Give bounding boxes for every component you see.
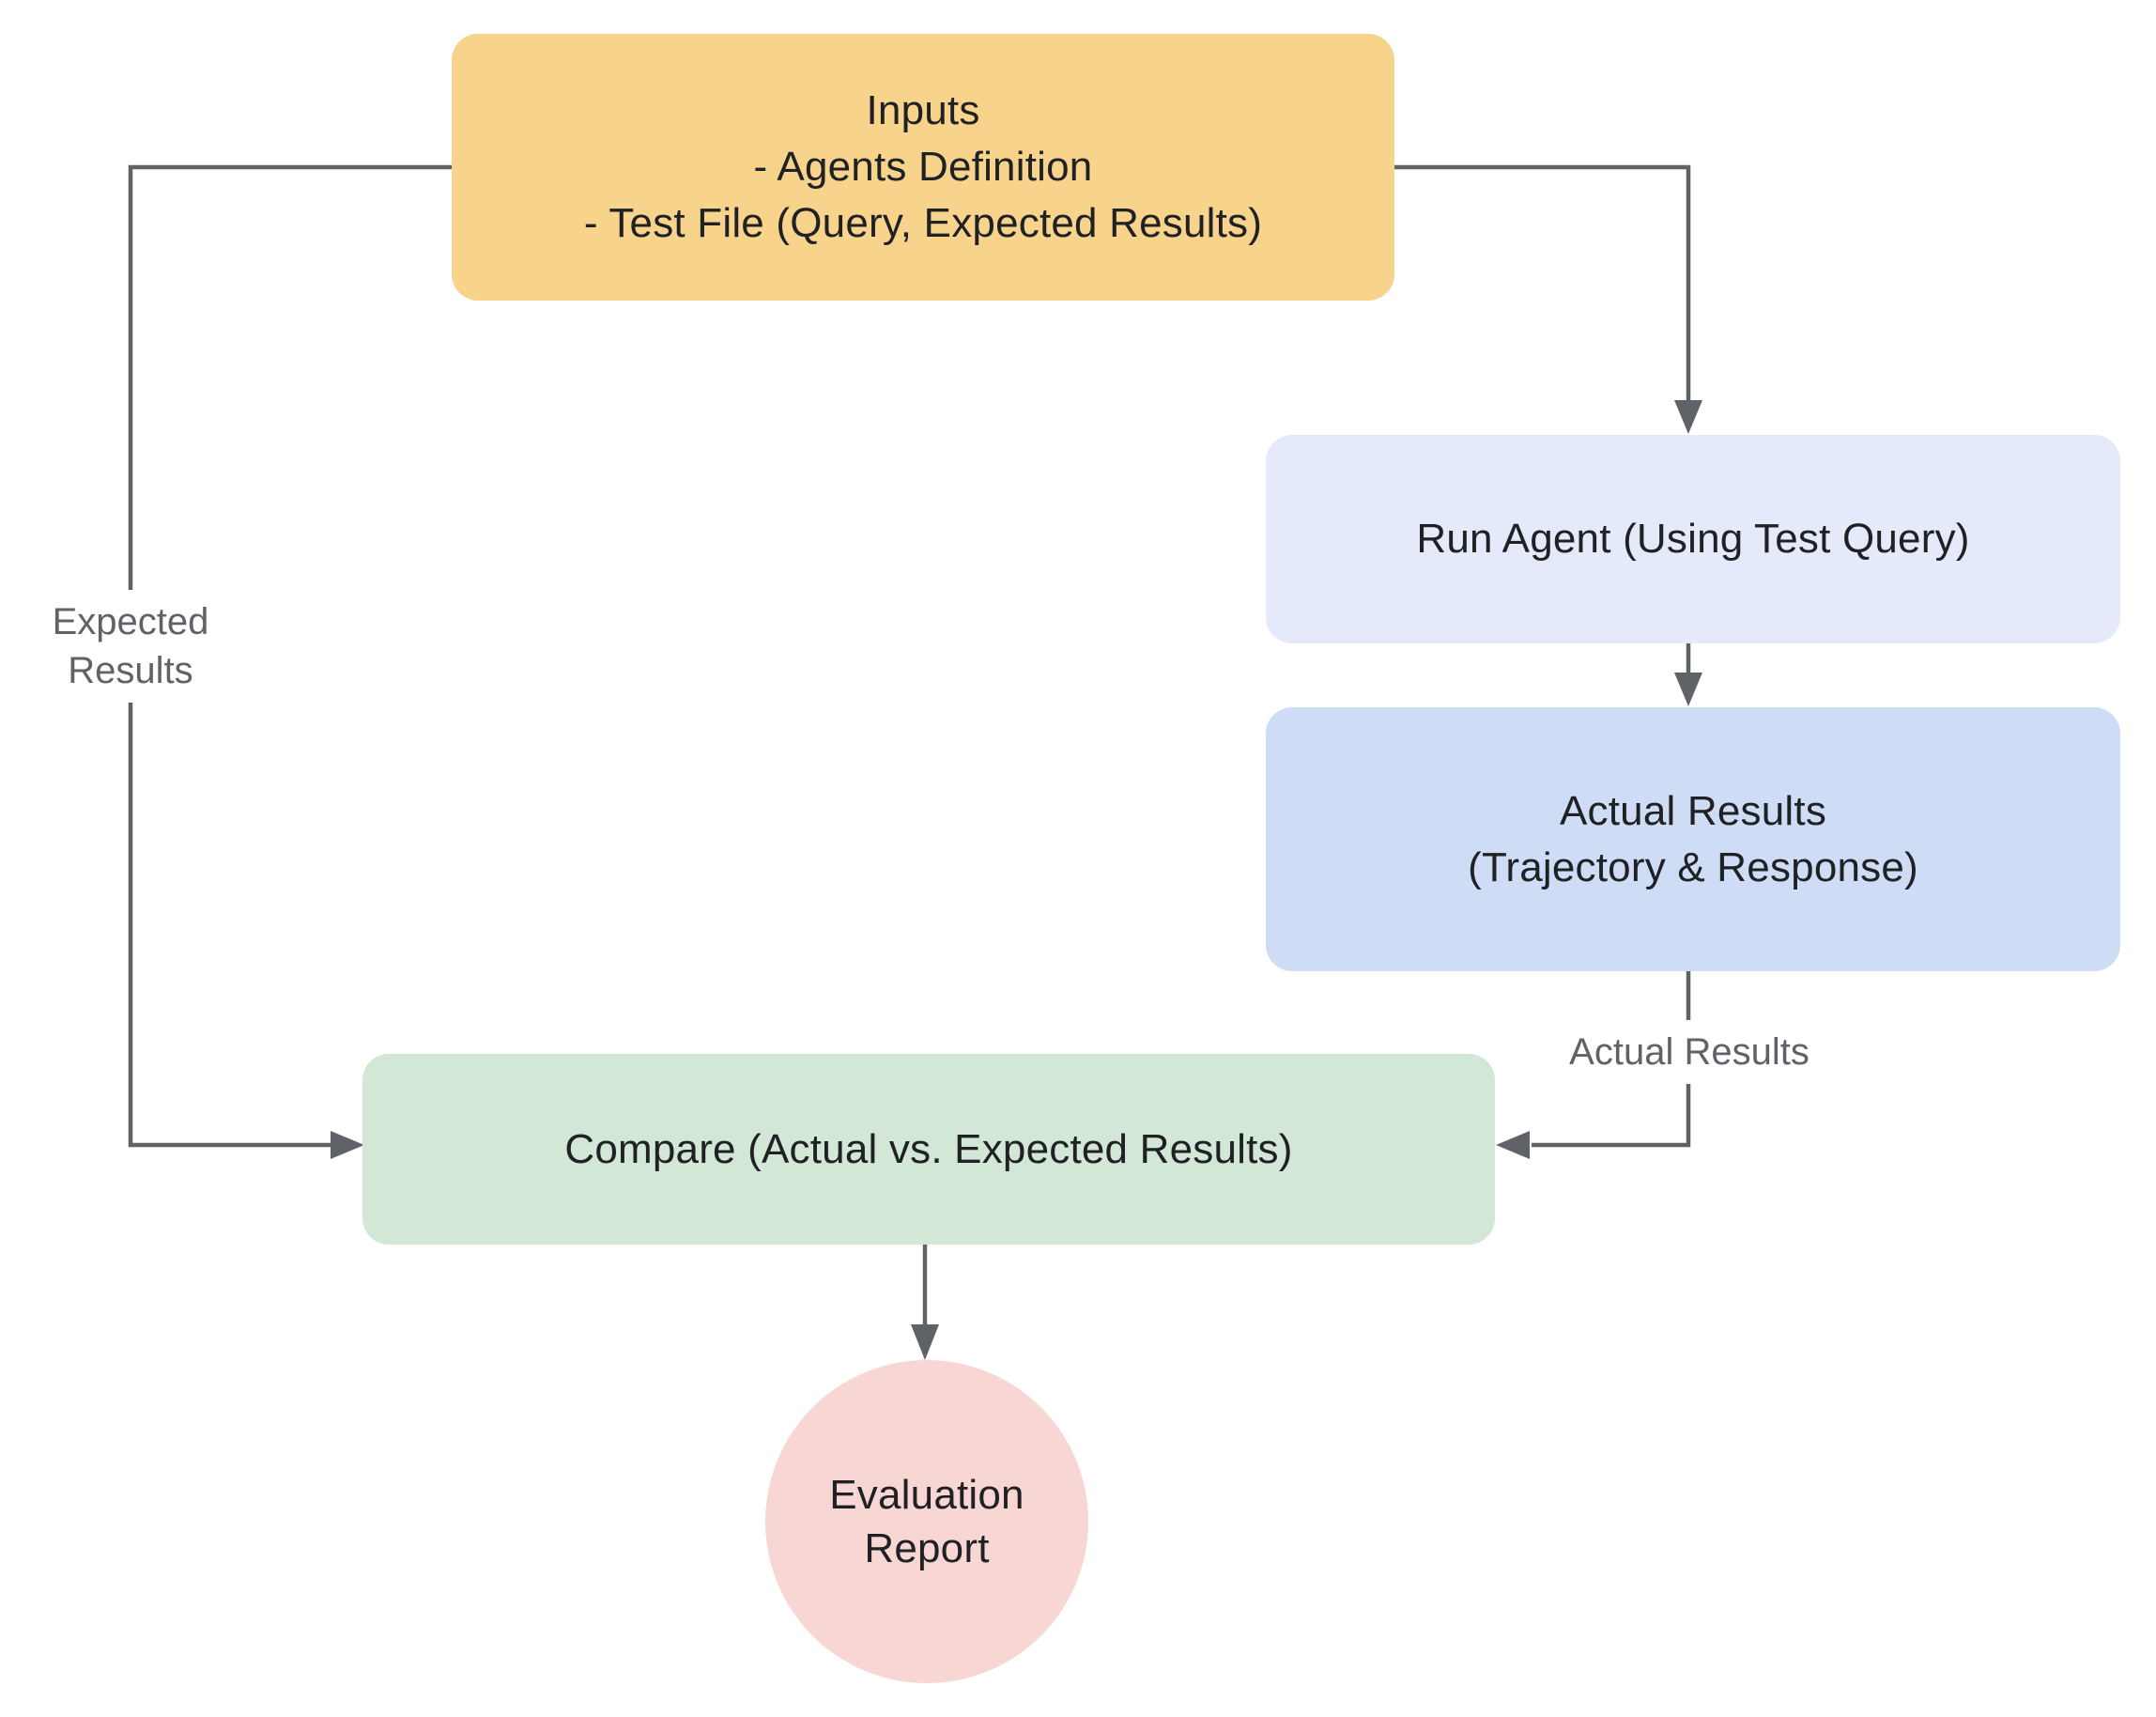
edge-label-expected-results-line1: Expected [52,601,209,642]
arrowhead-right-icon [331,1131,364,1159]
node-evaluation-report: Evaluation Report [765,1360,1088,1683]
node-actual-results-line2: (Trajectory & Response) [1468,843,1918,890]
edge-label-expected-results: Expected Results [26,590,235,703]
node-inputs-bullet-test-file: - Test File (Query, Expected Results) [583,200,1263,246]
node-compare-label: Compare (Actual vs. Expected Results) [564,1125,1293,1172]
node-evaluation-report-line2: Report [864,1525,990,1571]
node-inputs-bullet-agents-definition: - Agents Definition [753,144,1093,190]
node-run-agent-label: Run Agent (Using Test Query) [1416,516,1970,562]
arrowhead-down-icon [911,1324,939,1360]
arrowhead-down-icon [1674,400,1702,434]
connector-inputs-to-run-agent [1394,164,1691,402]
arrowhead-left-icon [1496,1131,1530,1159]
node-inputs: Inputs - Agents Definition - Test File (… [452,34,1394,301]
node-actual-results: Actual Results (Trajectory & Response) [1266,707,2120,971]
node-run-agent: Run Agent (Using Test Query) [1266,435,2120,643]
node-actual-results-line1: Actual Results [1559,787,1827,834]
edge-label-actual-results: Actual Results [1559,1020,1820,1084]
node-compare: Compare (Actual vs. Expected Results) [362,1054,1495,1245]
node-inputs-title: Inputs [866,87,980,133]
arrowhead-down-icon [1674,673,1702,706]
edge-label-expected-results-line2: Results [68,650,193,691]
node-evaluation-report-line1: Evaluation [829,1472,1024,1518]
